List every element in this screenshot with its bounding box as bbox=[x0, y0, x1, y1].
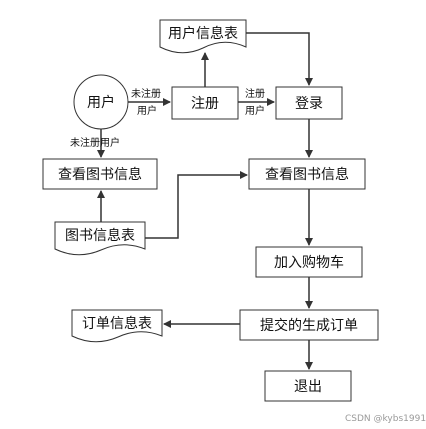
edge-label-registered: 注册 bbox=[245, 89, 265, 100]
add-to-cart-label: 加入购物车 bbox=[274, 255, 344, 271]
register-node-shape bbox=[171, 86, 239, 120]
view-books-right-label: 查看图书信息 bbox=[265, 167, 349, 183]
view-books-left-label: 查看图书信息 bbox=[58, 167, 142, 183]
user-node-label: 用户 bbox=[87, 95, 115, 111]
user-info-table-shape bbox=[159, 19, 247, 54]
logout-node-label: 退出 bbox=[294, 379, 322, 395]
edge-label-registered-user: 用户 bbox=[245, 106, 265, 117]
user-info-table-label: 用户信息表 bbox=[168, 25, 238, 42]
logout-node-shape bbox=[264, 370, 352, 402]
edge-label-unregistered-user-view: 未注册用户 bbox=[70, 138, 120, 149]
login-node-label: 登录 bbox=[295, 96, 323, 112]
submit-order-label: 提交的生成订单 bbox=[260, 318, 358, 334]
watermark: CSDN @kybs1991 bbox=[345, 414, 426, 424]
edge-book-table-to-view-right bbox=[145, 171, 248, 239]
view-books-right-shape bbox=[248, 158, 366, 190]
order-info-table-label: 订单信息表 bbox=[82, 315, 152, 332]
book-info-table-shape bbox=[54, 221, 146, 256]
order-info-table-shape bbox=[71, 309, 163, 343]
edge-label-unregistered: 未注册 bbox=[131, 89, 161, 100]
edge-user-info-to-login bbox=[246, 32, 313, 86]
add-to-cart-shape bbox=[255, 246, 363, 278]
edge-label-unregistered-user: 用户 bbox=[137, 106, 157, 117]
book-info-table-label: 图书信息表 bbox=[65, 228, 135, 244]
register-node-label: 注册 bbox=[191, 96, 219, 112]
view-books-left-shape bbox=[42, 158, 158, 190]
